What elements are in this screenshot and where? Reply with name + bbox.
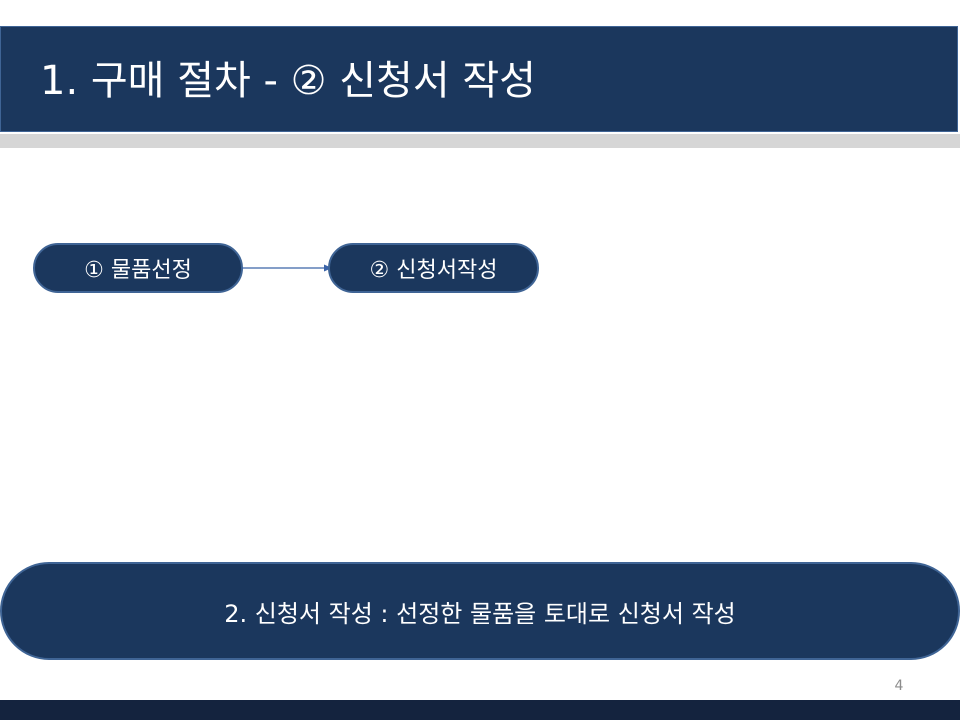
title-underline-band [0, 134, 960, 148]
flow-step-select-item: ① 물품선정 [33, 243, 243, 293]
page-number: 4 [894, 678, 904, 694]
slide-title-bar [0, 26, 958, 132]
arrow-right-icon [242, 264, 332, 272]
flow-step-write-application: ② 신청서작성 [328, 243, 539, 293]
summary-banner: 2. 신청서 작성 : 선정한 물품을 토대로 신청서 작성 [0, 562, 960, 660]
footer-bar [0, 700, 960, 720]
slide-title: 1. 구매 절차 - ② 신청서 작성 [40, 58, 536, 104]
